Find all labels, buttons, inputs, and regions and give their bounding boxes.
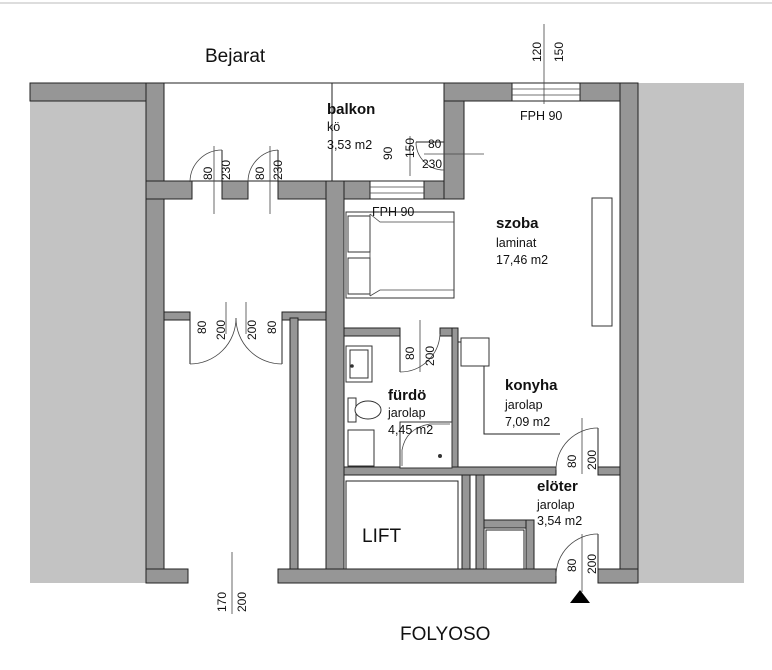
corridor-opening-width: 170 <box>215 592 229 612</box>
door-kitchen-height: 200 <box>585 450 599 470</box>
door-lobby-left-width: 80 <box>195 320 209 334</box>
door-front-height: 200 <box>585 554 599 574</box>
door-entrance-right-width: 80 <box>253 166 267 180</box>
window-balkon <box>369 180 425 200</box>
door-balkon-height: 230 <box>422 157 442 171</box>
window-balkon-width: 90 <box>381 146 395 160</box>
door-lobby-left-height: 200 <box>214 320 228 340</box>
door-front-width: 80 <box>565 558 579 572</box>
window-top-label: FPH 90 <box>520 109 562 123</box>
door-swing-front <box>555 533 599 577</box>
walls <box>29 82 639 584</box>
room-area-eloter: 3,54 m2 <box>537 514 582 528</box>
lift-shaft-small <box>485 529 525 570</box>
wardrobe-icon <box>591 197 613 327</box>
door-swing-kitchen <box>555 427 599 471</box>
room-material-balkon: kö <box>327 120 340 134</box>
washing-machine-icon <box>347 429 375 467</box>
room-area-konyha: 7,09 m2 <box>505 415 550 429</box>
window-top-width: 120 <box>530 42 544 62</box>
room-material-konyha: jarolap <box>504 398 543 412</box>
entry-arrow-icon <box>570 590 590 603</box>
door-entrance-right-height: 230 <box>271 160 285 180</box>
door-entrance-left-height: 230 <box>219 160 233 180</box>
room-name-balkon: balkon <box>327 101 375 118</box>
door-lobby-right-width: 80 <box>265 320 279 334</box>
door-swing-balkon <box>415 141 445 171</box>
room-material-szoba: laminat <box>496 236 537 250</box>
window-top <box>511 82 581 102</box>
door-entrance-left-width: 80 <box>201 166 215 180</box>
neighbor-area-right <box>638 83 744 583</box>
bed-icon <box>345 211 455 299</box>
door-lobby-right-height: 200 <box>245 320 259 340</box>
door-swing-lobby-left <box>189 317 237 365</box>
corridor-label: FOLYOSO <box>400 624 490 645</box>
window-top-height: 150 <box>552 42 566 62</box>
room-area-szoba: 17,46 m2 <box>496 253 548 267</box>
window-balkon-height: 150 <box>403 138 417 158</box>
room-material-furdo: jarolap <box>387 406 426 420</box>
neighbor-area-left <box>30 100 148 583</box>
dimension-lines <box>213 24 583 614</box>
door-kitchen-width: 80 <box>565 454 579 468</box>
room-name-szoba: szoba <box>496 215 539 232</box>
door-balkon-width: 80 <box>428 137 442 151</box>
window-balkon-label: FPH 90 <box>372 205 414 219</box>
entrance-label: Bejarat <box>205 46 266 67</box>
sink-icon <box>345 345 373 383</box>
lift-label: LIFT <box>362 526 401 547</box>
toilet-icon <box>347 397 382 423</box>
corridor-opening-height: 200 <box>235 592 249 612</box>
door-swing-entrance-right <box>247 149 279 183</box>
door-swing-entrance-left <box>189 149 223 183</box>
lift-shaft <box>345 480 459 570</box>
room-name-konyha: konyha <box>505 377 558 394</box>
room-name-eloter: elöter <box>537 478 578 495</box>
room-area-furdo: 4,45 m2 <box>388 423 433 437</box>
door-swing-lobby-right <box>235 317 283 365</box>
room-material-eloter: jarolap <box>536 498 575 512</box>
balkon-outline <box>163 82 445 182</box>
stove-icon <box>460 337 490 367</box>
door-bathroom-height: 200 <box>423 346 437 366</box>
room-name-furdo: fürdö <box>388 387 426 404</box>
shower-icon <box>399 421 453 469</box>
room-area-balkon: 3,53 m2 <box>327 138 372 152</box>
door-swing-bathroom <box>399 333 441 373</box>
door-bathroom-width: 80 <box>403 346 417 360</box>
